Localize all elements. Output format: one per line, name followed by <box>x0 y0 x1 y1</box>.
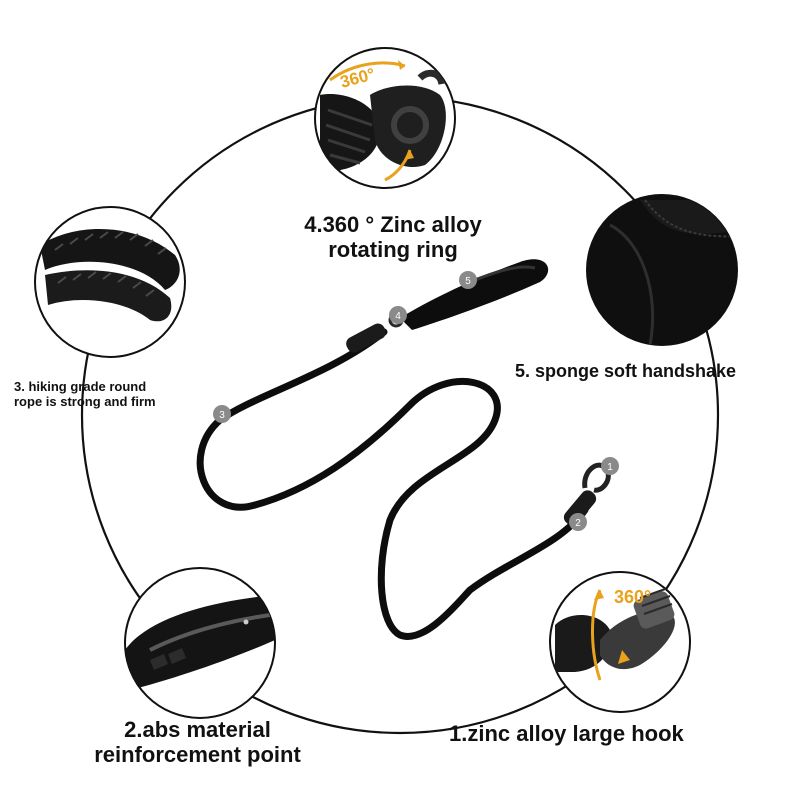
feature-1-label: 1.zinc alloy large hook <box>449 721 684 746</box>
feature-3-label: 3. hiking grade round rope is strong and… <box>14 379 156 410</box>
feature-2-line1: 2.abs material <box>124 717 271 742</box>
badge-3: 3 <box>213 405 231 423</box>
badge-1-label: 1 <box>607 462 613 473</box>
badge-5: 5 <box>459 271 477 289</box>
rotation-label-bottom: 360° <box>614 587 651 607</box>
leash-rope <box>196 328 589 640</box>
inset-hook: 360° <box>549 571 691 713</box>
feature-4-label: 4.360 ° Zinc alloy rotating ring <box>283 212 503 263</box>
inset-sponge-handle <box>586 194 738 346</box>
feature-3-line2: rope is strong and firm <box>14 393 156 409</box>
feature-4-line1: 4.360 ° Zinc alloy <box>304 212 482 237</box>
inset-rope <box>34 206 186 358</box>
badge-4-label: 4 <box>395 311 401 322</box>
feature-2-label: 2.abs material reinforcement point <box>70 717 325 768</box>
badge-1: 1 <box>601 457 619 475</box>
feature-4-line2: rotating ring <box>328 237 458 263</box>
inset-rotating-ring: 360° <box>314 47 456 189</box>
leash <box>196 259 611 640</box>
leash-handle <box>400 259 549 330</box>
badge-5-label: 5 <box>465 276 471 287</box>
feature-3-line1: 3. hiking grade round <box>14 379 147 394</box>
badge-2: 2 <box>569 513 587 531</box>
badge-4: 4 <box>389 306 407 324</box>
badge-3-label: 3 <box>219 410 225 421</box>
inset-abs-reinforcement <box>124 567 276 719</box>
badge-2-label: 2 <box>575 518 581 529</box>
feature-2-line2: reinforcement point <box>94 742 301 768</box>
feature-5-label: 5. sponge soft handshake <box>515 361 737 381</box>
